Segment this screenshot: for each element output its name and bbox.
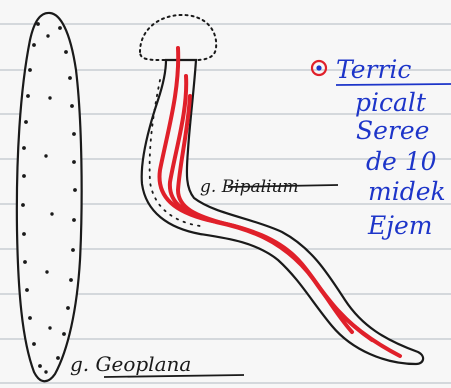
note-line-3: Seree <box>356 116 429 145</box>
note-underline <box>336 84 451 85</box>
geoplana-drawing <box>17 13 82 381</box>
note-line-6: Ejem <box>367 211 433 240</box>
note-line-1: Terric <box>336 55 411 84</box>
label-geoplana: g. Geoplana <box>70 352 191 376</box>
note-line-5: midek <box>368 177 446 206</box>
note-line-4: de 10 <box>366 147 437 176</box>
blue-bullet-dot <box>316 65 321 70</box>
handwritten-note: Terric picalt Seree de 10 midek Ejem <box>312 55 451 240</box>
geoplana-body-outline <box>17 13 82 381</box>
note-line-2: picalt <box>355 88 427 117</box>
